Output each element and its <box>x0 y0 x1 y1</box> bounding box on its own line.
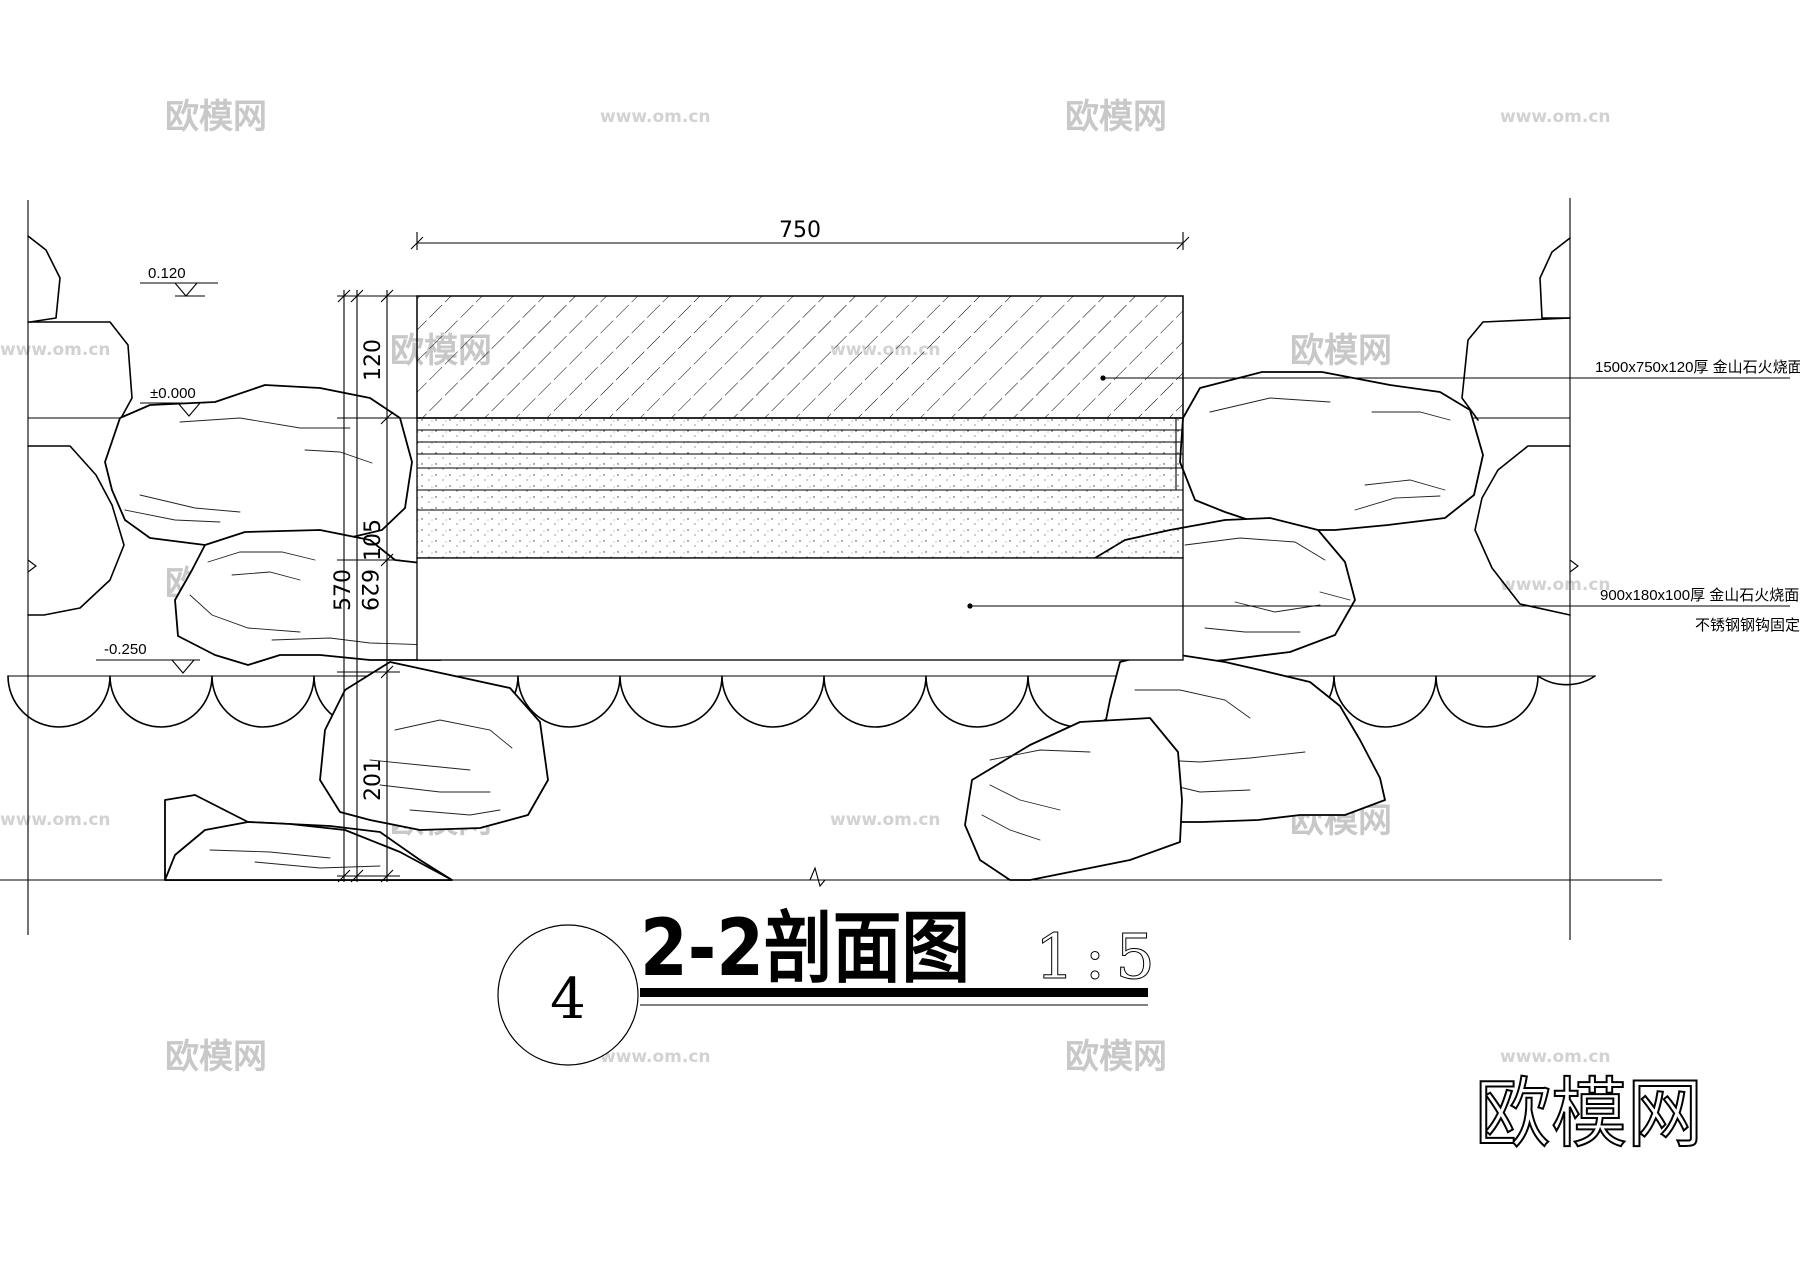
watermark-url: www.om.cn <box>1500 1047 1611 1067</box>
watermark-url: www.om.cn <box>830 810 941 830</box>
watermark-url: www.om.cn <box>1500 107 1611 127</box>
water-surface <box>7 675 1596 728</box>
watermark-url: www.om.cn <box>0 810 111 830</box>
rock <box>319 661 549 831</box>
bench-section <box>416 295 1184 661</box>
dimension-105: 105 <box>361 519 386 561</box>
title-block: 4 2-2剖面图 1:5 <box>497 904 1165 1066</box>
right-bank <box>1461 237 1571 616</box>
left-bank <box>27 235 133 616</box>
bench-base <box>416 557 1184 661</box>
watermark-url: www.om.cn <box>0 340 111 360</box>
watermark-url: www.om.cn <box>600 107 711 127</box>
watermark-brand: 欧模网 <box>1065 1037 1167 1077</box>
rock-group-left <box>104 384 549 881</box>
stone-beam <box>416 417 1184 559</box>
stone-slab <box>416 295 1184 419</box>
callout-beam: 900x180x100厚 金山石火烧面 不锈钢钢钩固定 <box>967 587 1800 634</box>
dimension-vertical: 120 105 570 629 201 <box>331 289 417 883</box>
dimension-629: 629 <box>356 569 381 611</box>
callout-slab-text: 1500x750x120厚 金山石火烧面 <box>1595 359 1800 376</box>
elevation-label: ±0.000 <box>150 385 196 402</box>
elevation-label: 0.120 <box>148 265 186 282</box>
dimension-201: 201 <box>361 759 386 801</box>
watermark-brand: 欧模网 <box>1290 331 1392 371</box>
watermark-url: www.om.cn <box>1500 575 1611 595</box>
elevation-label: -0.250 <box>104 641 147 658</box>
callout-slab: 1500x750x120厚 金山石火烧面 <box>1100 359 1800 381</box>
elevation-marker-water: -0.250 <box>96 641 200 674</box>
elevation-marker-top: 0.120 <box>140 265 218 297</box>
dimension-750: 750 <box>779 218 821 243</box>
watermark-url: www.om.cn <box>600 1047 711 1067</box>
watermark-brand: 欧模网 <box>1065 97 1167 137</box>
detail-circle <box>497 924 639 1066</box>
rock <box>964 717 1183 881</box>
dimension-570: 570 <box>331 569 356 611</box>
rock <box>1179 371 1484 531</box>
callout-beam-text: 900x180x100厚 金山石火烧面 <box>1600 587 1799 604</box>
rock <box>164 821 453 881</box>
drawing-title: 2-2剖面图 <box>640 904 970 994</box>
detail-number: 4 <box>550 967 586 1032</box>
elevation-marker-ground: ±0.000 <box>140 385 205 417</box>
watermark-brand: 欧模网 <box>165 1037 267 1077</box>
drawing-scale: 1:5 <box>1035 920 1165 993</box>
title-underline <box>640 988 1148 997</box>
callout-beam-fix-text: 不锈钢钢钩固定 <box>1695 617 1800 634</box>
dimension-width: 750 <box>410 218 1190 250</box>
dimension-120: 120 <box>361 339 386 381</box>
watermark-brand: 欧模网 <box>165 97 267 137</box>
brand-watermark-large: 欧模网 <box>1475 1069 1703 1158</box>
